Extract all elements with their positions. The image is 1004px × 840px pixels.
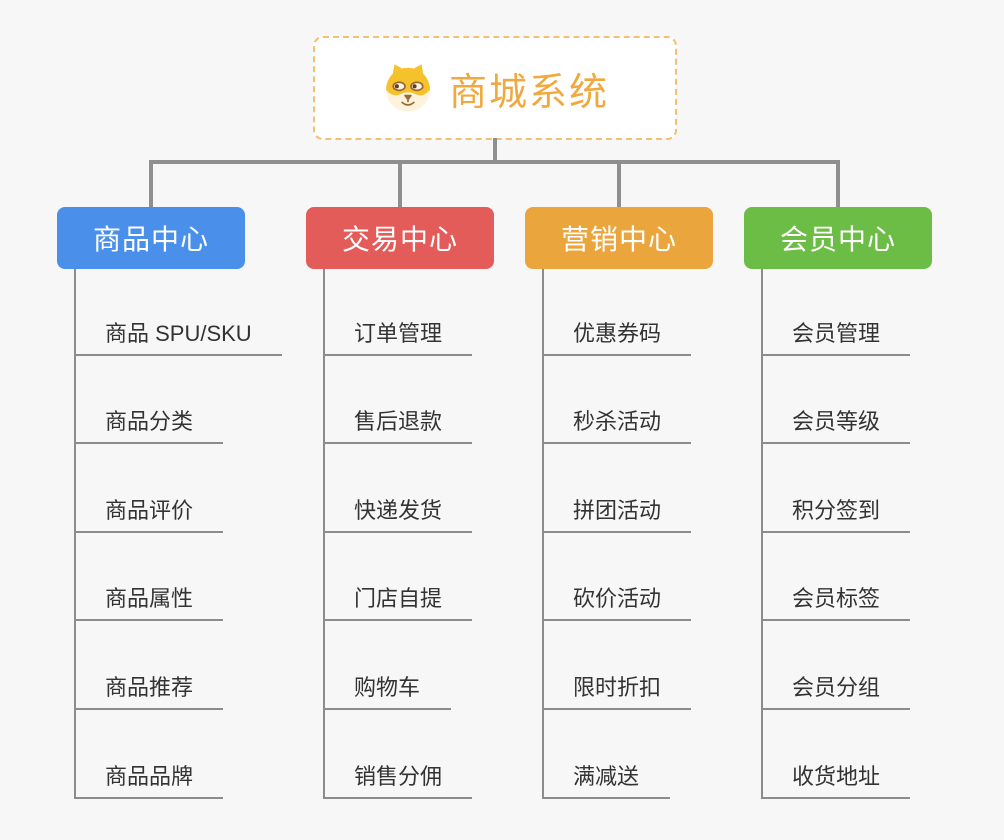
child-node[interactable]: 商品评价	[74, 444, 224, 533]
child-node[interactable]: 砍价活动	[542, 533, 692, 622]
child-label: 会员分组	[792, 674, 881, 700]
child-node[interactable]: 商品推荐	[74, 621, 224, 710]
child-node[interactable]: 门店自提	[323, 533, 473, 622]
child-node[interactable]: 会员等级	[761, 356, 911, 445]
child-node[interactable]: 收货地址	[761, 710, 911, 799]
child-label: 积分签到	[792, 497, 881, 523]
child-label: 快递发货	[354, 497, 443, 523]
child-node[interactable]: 商品属性	[74, 533, 224, 622]
child-label: 商品品牌	[105, 763, 194, 789]
branch-node-product-center[interactable]: 商品中心	[57, 207, 245, 269]
child-label: 收货地址	[792, 763, 881, 789]
child-label: 满减送	[573, 763, 640, 789]
child-node[interactable]: 优惠券码	[542, 267, 692, 356]
child-label: 商品属性	[105, 586, 194, 612]
child-node[interactable]: 商品品牌	[74, 710, 224, 799]
connector-drop-3	[617, 160, 621, 208]
child-node[interactable]: 快递发货	[323, 444, 473, 533]
child-node[interactable]: 订单管理	[323, 267, 473, 356]
child-label: 会员等级	[792, 409, 881, 435]
branch-spine-line	[542, 269, 544, 799]
connector-drop-1	[149, 160, 153, 208]
child-node[interactable]: 购物车	[323, 621, 451, 710]
child-node[interactable]: 会员管理	[761, 267, 911, 356]
branch-children: 会员管理 会员等级 积分签到 会员标签 会员分组 收货地址	[761, 267, 911, 799]
branch-children: 商品 SPU/SKU 商品分类 商品评价 商品属性 商品推荐 商品品牌	[74, 267, 282, 799]
branch-spine-line	[323, 269, 325, 799]
child-label: 商品分类	[105, 409, 194, 435]
connector-drop-4	[836, 160, 840, 208]
branch-node-member-center[interactable]: 会员中心	[744, 207, 932, 269]
child-node[interactable]: 积分签到	[761, 444, 911, 533]
branch-label: 商品中心	[92, 224, 209, 255]
child-node[interactable]: 会员标签	[761, 533, 911, 622]
branch-label: 交易中心	[341, 224, 458, 255]
child-label: 秒杀活动	[573, 409, 662, 435]
child-label: 限时折扣	[573, 674, 662, 700]
child-label: 售后退款	[354, 409, 443, 435]
connector-drop-2	[398, 160, 402, 208]
child-node[interactable]: 商品分类	[74, 356, 224, 445]
child-label: 商品 SPU/SKU	[105, 320, 252, 346]
child-label: 商品评价	[105, 497, 194, 523]
branch: 营销中心 优惠券码 秒杀活动 拼团活动 砍价活动 限时折扣 满减送	[525, 207, 713, 799]
child-node[interactable]: 商品 SPU/SKU	[74, 267, 282, 356]
branch-spine-line	[74, 269, 76, 799]
branch-label: 会员中心	[779, 224, 896, 255]
child-label: 商品推荐	[105, 674, 194, 700]
branch: 会员中心 会员管理 会员等级 积分签到 会员标签 会员分组 收货地址	[744, 207, 932, 799]
dog-face-icon	[381, 61, 435, 115]
child-label: 订单管理	[354, 320, 443, 346]
child-label: 优惠券码	[573, 320, 662, 346]
connector-crossbar	[149, 160, 840, 164]
child-node[interactable]: 秒杀活动	[542, 356, 692, 445]
root-title: 商城系统	[448, 71, 609, 114]
child-label: 门店自提	[354, 586, 443, 612]
child-label: 购物车	[354, 674, 421, 700]
branch-label: 营销中心	[560, 224, 677, 255]
branch-node-marketing-center[interactable]: 营销中心	[525, 207, 713, 269]
child-node[interactable]: 拼团活动	[542, 444, 692, 533]
child-label: 拼团活动	[573, 497, 662, 523]
child-label: 砍价活动	[573, 586, 662, 612]
child-label: 会员标签	[792, 586, 881, 612]
root-node[interactable]: 商城系统	[313, 36, 677, 140]
child-node[interactable]: 售后退款	[323, 356, 473, 445]
child-label: 销售分佣	[354, 763, 443, 789]
branch-spine-line	[761, 269, 763, 799]
branch-children: 优惠券码 秒杀活动 拼团活动 砍价活动 限时折扣 满减送	[542, 267, 692, 799]
child-node[interactable]: 销售分佣	[323, 710, 473, 799]
root-stem-line	[493, 138, 497, 162]
branch-node-trade-center[interactable]: 交易中心	[306, 207, 494, 269]
child-label: 会员管理	[792, 320, 881, 346]
child-node[interactable]: 限时折扣	[542, 621, 692, 710]
branch: 商品中心 商品 SPU/SKU 商品分类 商品评价 商品属性 商品推荐 商品品牌	[57, 207, 282, 799]
child-node[interactable]: 满减送	[542, 710, 670, 799]
branch: 交易中心 订单管理 售后退款 快递发货 门店自提 购物车 销售分佣	[306, 207, 494, 799]
child-node[interactable]: 会员分组	[761, 621, 911, 710]
branch-children: 订单管理 售后退款 快递发货 门店自提 购物车 销售分佣	[323, 267, 473, 799]
